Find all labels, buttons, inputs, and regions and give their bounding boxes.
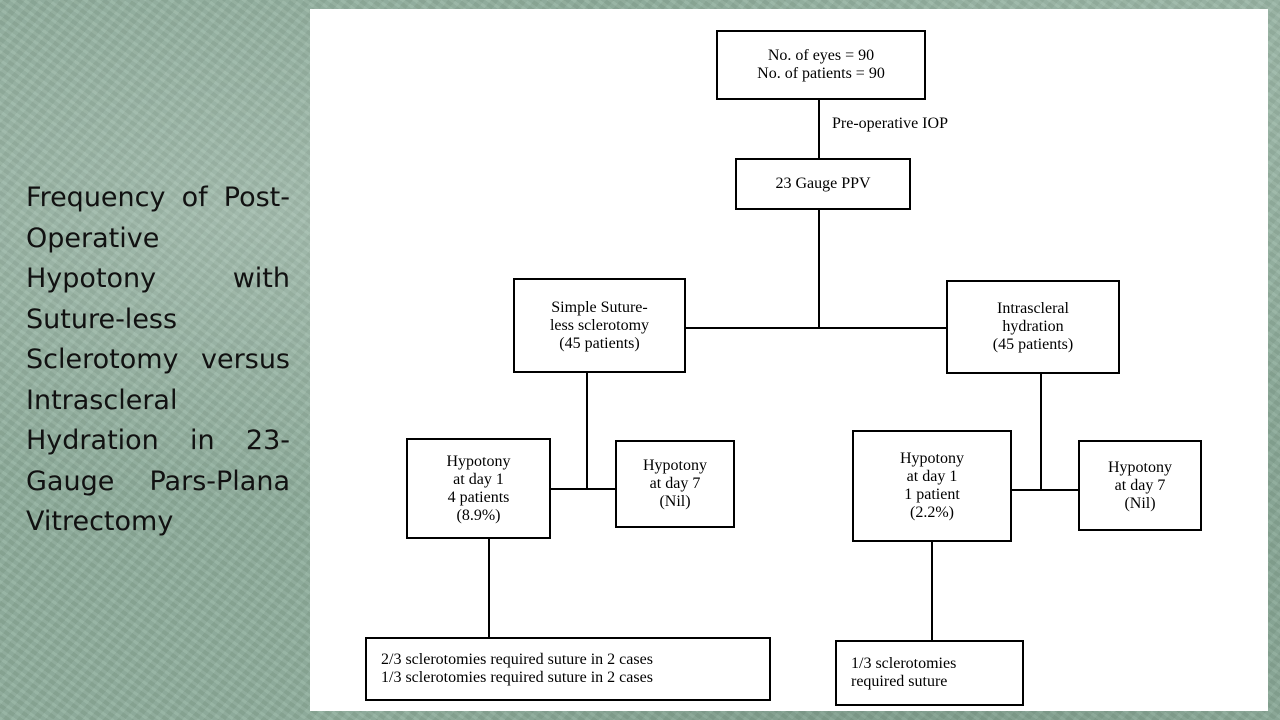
slide-title: Frequency of Post-Operative Hypotony wit… [26, 182, 290, 537]
left-group-text: Simple Suture- less sclerotomy (45 patie… [549, 298, 650, 352]
edge-label-preop-iop: Pre-operative IOP [832, 115, 948, 132]
connector-right-day-horizontal [1010, 489, 1080, 491]
left-day1-text: Hypotony at day 1 4 patients (8.9%) [446, 452, 511, 524]
right-group-box: Intrascleral hydration (45 patients) [946, 280, 1120, 374]
right-day7-box: Hypotony at day 7 (Nil) [1078, 440, 1202, 531]
connector-left-day-horizontal [549, 488, 617, 490]
left-group-box: Simple Suture- less sclerotomy (45 patie… [513, 278, 686, 373]
connector-ppv-down [818, 209, 820, 329]
root-text: No. of eyes = 90 No. of patients = 90 [757, 47, 885, 82]
connector-right-day1-to-outcome [931, 541, 933, 642]
procedure-box: 23 Gauge PPV [735, 158, 911, 210]
right-day7-text: Hypotony at day 7 (Nil) [1108, 458, 1172, 512]
procedure-text: 23 Gauge PPV [775, 175, 871, 192]
connector-groups-horizontal [684, 327, 948, 329]
connector-left-group-down [586, 373, 588, 489]
left-day1-box: Hypotony at day 1 4 patients (8.9%) [406, 438, 551, 539]
right-day1-box: Hypotony at day 1 1 patient (2.2%) [852, 430, 1012, 542]
right-outcome-box: 1/3 sclerotomies required suture [835, 640, 1024, 706]
left-day7-box: Hypotony at day 7 (Nil) [615, 440, 735, 528]
left-day7-text: Hypotony at day 7 (Nil) [643, 457, 707, 510]
connector-right-group-down [1040, 373, 1042, 491]
right-group-text: Intrascleral hydration (45 patients) [992, 300, 1074, 353]
root-box: No. of eyes = 90 No. of patients = 90 [716, 30, 926, 100]
connector-left-day1-to-outcome [488, 538, 490, 639]
flowchart-panel: Pre-operative IOP No. of eyes = 90 No. o… [310, 9, 1268, 711]
left-outcome-box: 2/3 sclerotomies required suture in 2 ca… [365, 637, 771, 701]
connector-root-to-ppv [818, 99, 820, 159]
right-outcome-text: 1/3 sclerotomies required suture [851, 655, 957, 690]
right-day1-text: Hypotony at day 1 1 patient (2.2%) [900, 450, 964, 521]
left-outcome-text: 2/3 sclerotomies required suture in 2 ca… [381, 651, 653, 686]
